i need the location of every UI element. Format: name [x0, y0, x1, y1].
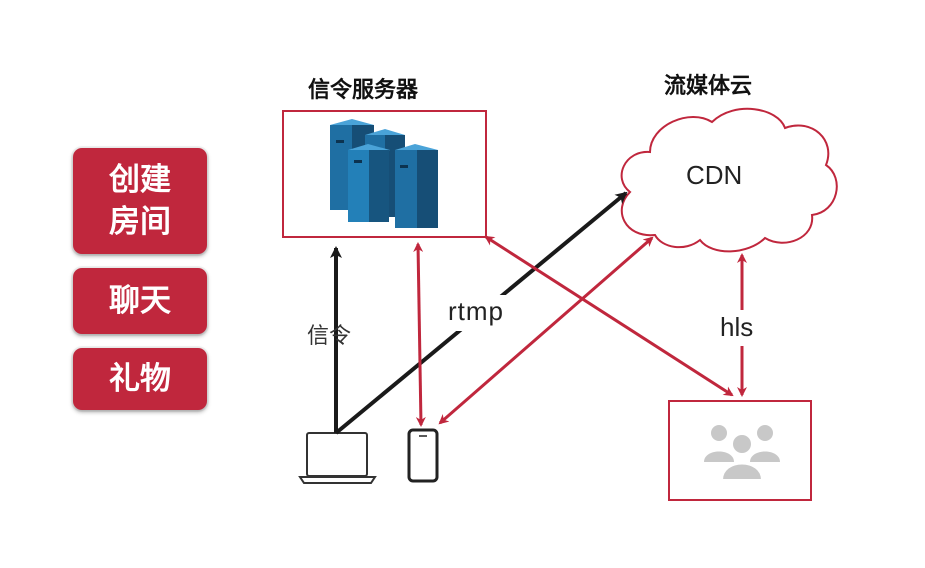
phone-icon	[407, 428, 439, 483]
signaling-server-title: 信令服务器	[308, 78, 419, 103]
chat-button[interactable]: 聊天	[73, 268, 207, 334]
laptop-icon	[298, 432, 377, 484]
signaling-edge-label: 信令	[307, 324, 352, 349]
gift-button[interactable]: 礼物	[73, 348, 207, 410]
server-audience-arrow	[484, 235, 734, 397]
cdn-label: CDN	[686, 160, 743, 190]
cdn-cloud	[620, 107, 838, 253]
streaming-cloud-title: 流媒体云	[664, 74, 753, 99]
rtmp-edge-label: rtmp	[448, 296, 504, 326]
server-icon	[330, 119, 438, 228]
audience-icon	[704, 425, 780, 481]
create-room-button[interactable]: 创建 房间	[73, 148, 207, 254]
phone-signaling-arrow	[413, 242, 426, 427]
hls-edge-label: hls	[720, 312, 754, 342]
